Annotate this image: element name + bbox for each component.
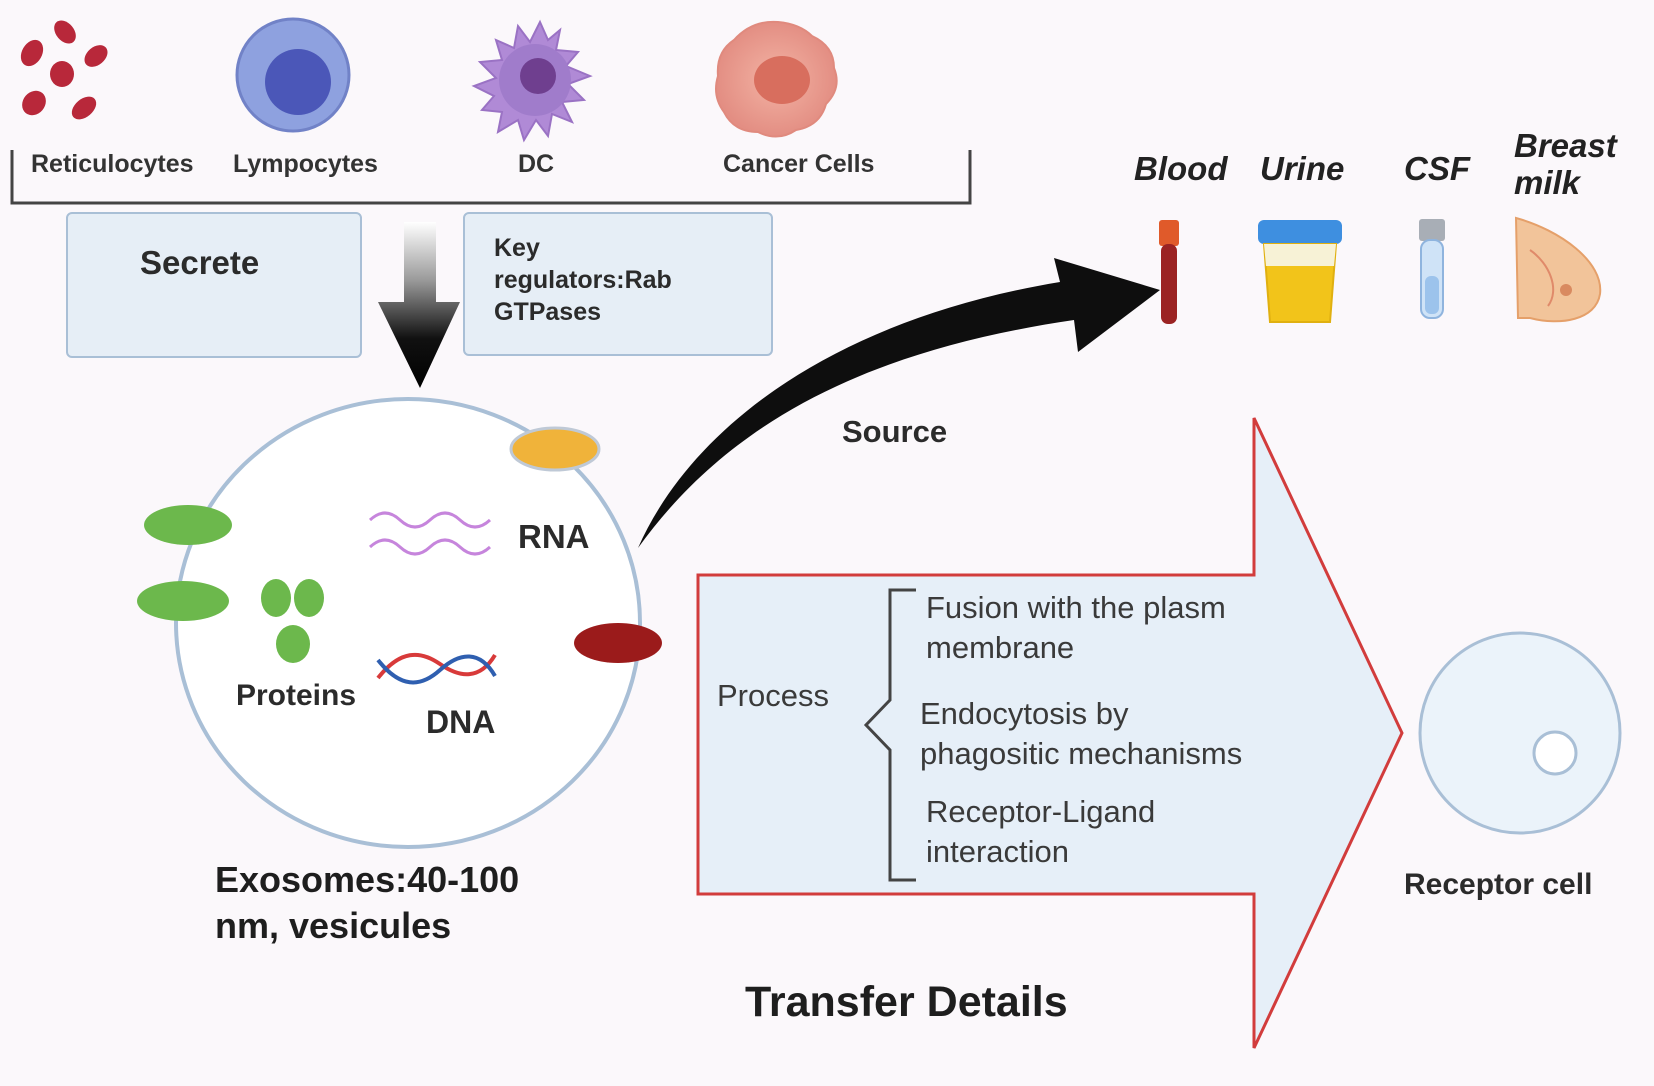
- regulators-box: Key regulators:Rab GTPases: [463, 212, 773, 356]
- urine-label: Urine: [1260, 150, 1345, 187]
- rna-label: RNA: [518, 518, 590, 555]
- dna-label: DNA: [426, 704, 496, 740]
- receptor-cell-label: Receptor cell: [1404, 868, 1593, 901]
- lympocyte-icon: [235, 17, 351, 133]
- reticulocytes-label: Reticulocytes: [31, 150, 194, 178]
- breast-milk-label: Breast milk: [1514, 127, 1617, 201]
- lympocytes-label: Lympocytes: [233, 150, 378, 178]
- rna-strand: [368, 511, 492, 529]
- dna-strand: [376, 652, 497, 680]
- csf-tube-icon: [1419, 219, 1445, 319]
- secretion-arrow: [378, 222, 460, 388]
- cancer-cell-icon: [715, 20, 838, 138]
- receptor-cell-icon: [1418, 631, 1622, 835]
- transfer-arrow: [696, 417, 1404, 1049]
- process-item-fusion: Fusion with the plasm membrane: [926, 590, 1226, 665]
- source-label: Source: [842, 414, 948, 449]
- process-brace: [863, 588, 916, 882]
- dendritic-cell-icon: [471, 19, 593, 143]
- rna-strand: [368, 538, 492, 556]
- process-item-receptor-ligand: Receptor-Ligand interaction: [926, 794, 1156, 869]
- regulators-text: Key regulators:Rab GTPases: [494, 234, 672, 326]
- cancer-cells-label: Cancer Cells: [723, 150, 875, 178]
- urine-cup-icon: [1258, 220, 1342, 323]
- secrete-box: Secrete: [66, 212, 362, 358]
- process-item-endocytosis: Endocytosis by phagositic mechanisms: [920, 696, 1243, 771]
- transfer-details-title: Transfer Details: [745, 978, 1068, 1026]
- blood-tube-icon: [1159, 220, 1179, 324]
- blood-label: Blood: [1134, 150, 1228, 187]
- cells-bracket: [10, 150, 972, 205]
- exosome-caption: Exosomes:40-100 nm, vesicules: [215, 859, 520, 946]
- proteins-label: Proteins: [236, 679, 357, 712]
- dc-label: DC: [518, 150, 555, 178]
- reticulocytes-icon: [20, 20, 108, 120]
- source-arrow: [638, 258, 1160, 548]
- exosome-icon: [137, 397, 662, 849]
- secrete-label: Secrete: [140, 244, 260, 281]
- breast-milk-icon: [1514, 216, 1602, 323]
- dna-strand: [376, 654, 497, 685]
- process-label: Process: [717, 678, 829, 713]
- csf-label: CSF: [1404, 150, 1470, 187]
